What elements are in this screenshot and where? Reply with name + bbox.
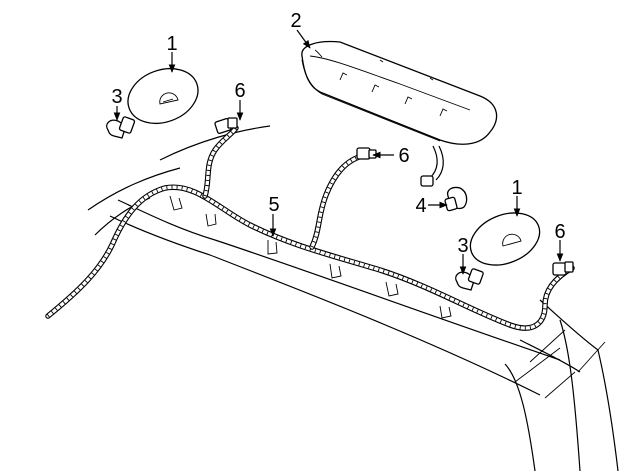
lamp-right-shape (469, 212, 541, 266)
bulb-left-shape (106, 116, 136, 139)
callout-bulb-right: 3 (457, 235, 468, 257)
connector-left-shape (214, 117, 238, 134)
connector-right-shape (552, 261, 574, 276)
callout-connector-center: 6 (398, 145, 409, 167)
wiring-harness (45, 125, 575, 331)
callout-bulb-center: 4 (415, 195, 426, 217)
roof-outline (87, 125, 619, 471)
connector-center-shape (356, 147, 377, 160)
callout-bulb-left: 3 (111, 86, 122, 108)
leader-lines (113, 29, 564, 275)
high-mount-lamp-shape (301, 40, 498, 187)
bulb-center-shape (444, 186, 468, 212)
callout-high-mount-lamp: 2 (290, 10, 301, 32)
callout-harness: 5 (268, 194, 279, 216)
callout-connector-left: 6 (234, 80, 245, 102)
bulb-right-shape (455, 268, 484, 291)
lamp-left-shape (127, 67, 199, 125)
callout-connector-right: 6 (554, 221, 565, 243)
callout-lamp-right: 1 (511, 177, 522, 199)
callout-lamp-left: 1 (166, 33, 177, 55)
